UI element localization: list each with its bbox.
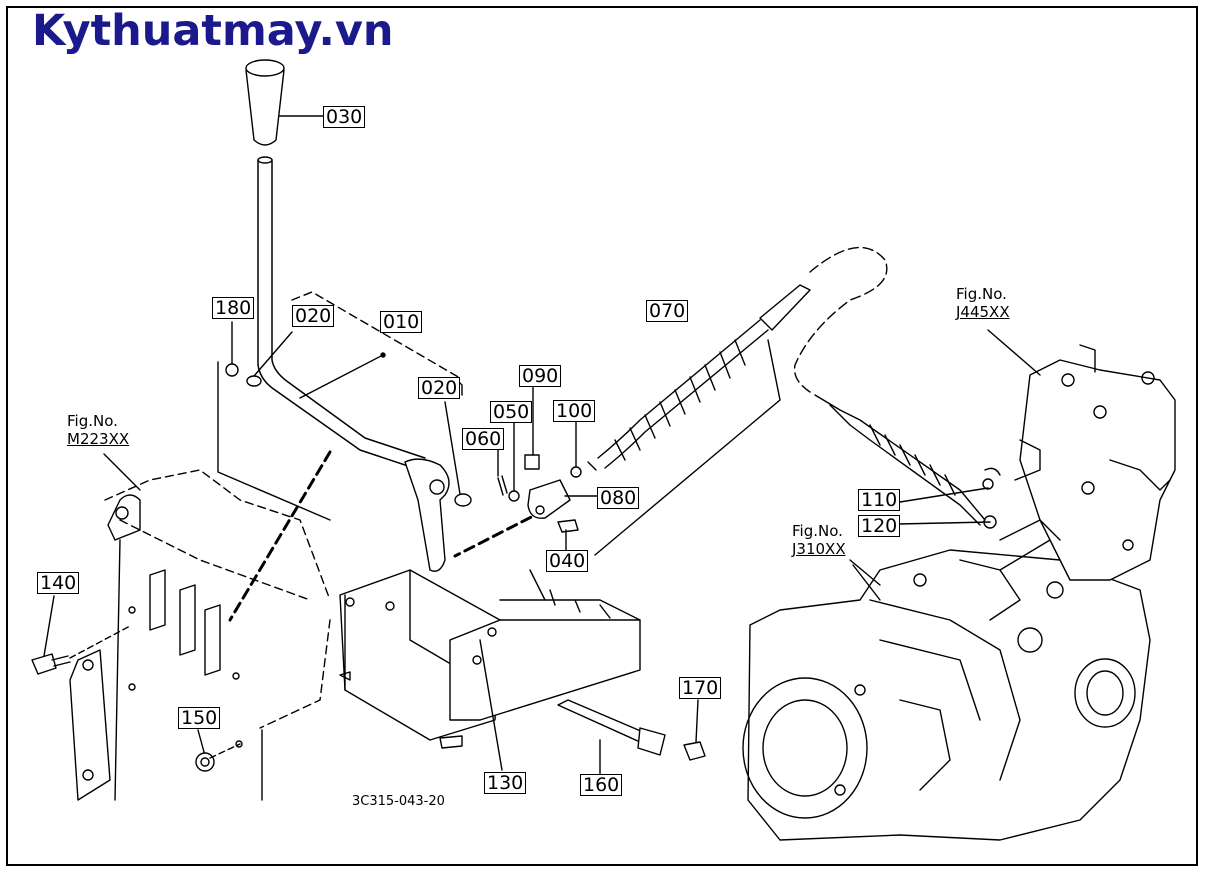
hardware-drawing [497,386,598,551]
fig-ref-j445: Fig.No. J445XX [956,285,1010,321]
cable-070-drawing [587,246,888,556]
fig-ref-title: Fig.No. [792,522,843,540]
fig-ref-code: J445XX [956,303,1010,321]
brand-logo: Kythuatmay.vn [32,6,394,56]
drawing-frame [6,6,1198,866]
bolt-nut-drawing [31,595,241,772]
fig-ref-j310: Fig.No. J310XX [792,522,846,558]
part-label-060: 060 [462,428,505,450]
fig-ref-code: J310XX [792,540,846,558]
part-label-180: 180 [212,297,255,319]
bracket-130-drawing [339,569,641,771]
fig-ref-title: Fig.No. [956,285,1007,303]
part-label-110: 110 [858,489,901,511]
shaft-drawing [557,699,706,776]
panel-m223-solid [69,494,263,801]
part-label-050: 050 [490,401,533,423]
part-label-020-b: 020 [418,377,461,399]
part-label-150: 150 [178,707,221,729]
part-label-030: 030 [323,106,366,128]
part-label-130: 130 [484,772,527,794]
fig-ref-title: Fig.No. [67,412,118,430]
cable-end-drawing [814,394,1001,529]
part-label-020-a: 020 [292,305,335,327]
fig-ref-m223: Fig.No. M223XX [67,412,129,448]
part-label-010: 010 [380,311,423,333]
part-label-040: 040 [546,550,589,572]
transmission-drawing [742,539,1151,841]
part-label-170: 170 [679,677,722,699]
lever-010-drawing [257,156,450,572]
part-label-090: 090 [519,365,562,387]
panel-m223-drawing [104,469,331,729]
part-label-080: 080 [597,487,640,509]
drawing-code: 3C315-043-20 [352,794,445,809]
part-label-100: 100 [553,400,596,422]
part-label-070: 070 [646,300,689,322]
part-label-160: 160 [580,774,623,796]
fig-ref-code: M223XX [67,430,130,448]
hydraulic-drawing [987,329,1176,581]
knob-030-drawing [245,59,324,146]
part-label-140: 140 [37,572,80,594]
part-label-120: 120 [858,515,901,537]
